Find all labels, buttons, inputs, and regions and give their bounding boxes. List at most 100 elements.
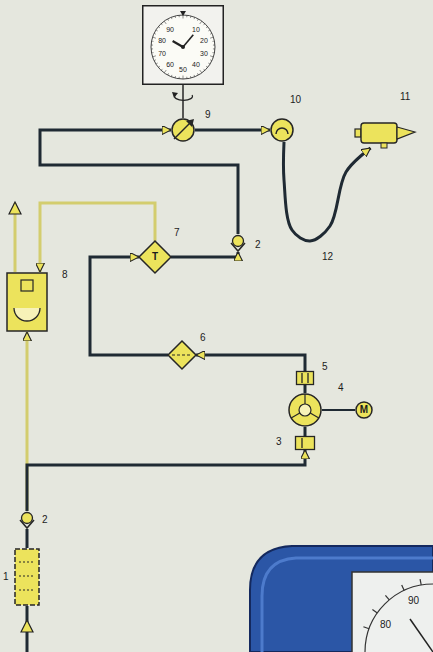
- gauge-tick: [151, 48, 153, 49]
- dial-tick: [363, 627, 369, 629]
- gauge-tick: [208, 30, 210, 31]
- pressure-valve-symbol: 10: [270, 118, 294, 142]
- fuel-pipe: [182, 85, 184, 118]
- dial-number: 70: [158, 50, 166, 57]
- pump-body: [289, 394, 321, 426]
- gauge-tick: [164, 70, 166, 73]
- gauge-tick: [178, 15, 179, 17]
- dial-number: 80: [380, 620, 391, 630]
- coupling-body: [297, 372, 314, 385]
- gauge-tick: [210, 37, 213, 38]
- coupling-symbol: 5: [296, 371, 314, 385]
- dial-number: 10: [192, 26, 200, 33]
- fuel-pipe: [304, 385, 307, 393]
- valve-ball: [233, 236, 244, 247]
- coupling-bar: [301, 373, 302, 383]
- gauge-tick: [171, 75, 173, 77]
- meter-arrow: [174, 122, 191, 139]
- callout-number: 3: [276, 437, 282, 447]
- gauge-tick: [204, 24, 205, 25]
- callout-number: 2: [42, 515, 48, 525]
- valve-ball: [22, 513, 33, 524]
- callout-number: 7: [174, 228, 180, 238]
- check-valve-symbol-shape: [19, 511, 35, 529]
- gauge-zero-mark: [180, 11, 186, 16]
- gauge-tick: [175, 16, 176, 18]
- callout-number: 1: [3, 572, 9, 582]
- dial-number: 30: [200, 50, 208, 57]
- tank-filter-symbol: 1: [14, 548, 40, 606]
- pump-symbol-shape: [288, 393, 322, 427]
- fuel-pipe: [196, 355, 305, 371]
- gauge-tick: [156, 30, 158, 31]
- vessel-window: [21, 280, 33, 291]
- vessel-cup: [14, 308, 40, 321]
- gauge-tick: [190, 16, 191, 18]
- filter-line: [172, 354, 192, 355]
- valve-symbol-shape: [295, 436, 315, 450]
- return-pipe: [40, 203, 155, 272]
- pump-vane: [304, 394, 305, 404]
- rotation-arrowhead: [172, 92, 178, 98]
- flow-meter-symbol: 9: [171, 118, 195, 142]
- callout-number: 11: [400, 92, 410, 102]
- gauge-tick: [167, 19, 169, 21]
- motor-body: [356, 402, 372, 418]
- dial-number: 90: [408, 596, 419, 606]
- gauge-tick: [210, 56, 213, 57]
- flow-arrow: [21, 620, 33, 632]
- dial-tick: [402, 585, 405, 591]
- injector-symbol: 11: [355, 118, 417, 148]
- gauge-tick: [197, 19, 199, 21]
- callout-number: 6: [200, 333, 206, 343]
- callout-number: 4: [338, 383, 344, 393]
- gauge-tick: [210, 33, 212, 35]
- symbol-letter: T: [152, 252, 158, 262]
- gauge-tick: [212, 52, 214, 53]
- valve-symbol: 3: [295, 436, 315, 450]
- gauge-tick: [194, 75, 196, 77]
- dial-window: [352, 572, 433, 652]
- gauge-tick: [200, 70, 202, 73]
- callout-number: 10: [290, 95, 301, 105]
- gauge-tick: [204, 69, 205, 70]
- gauge-tick: [171, 17, 173, 19]
- meter-body: [172, 119, 194, 141]
- gauge-tick: [206, 66, 208, 67]
- check-valve-symbol-shape: [230, 234, 246, 252]
- vessel-body: [7, 273, 47, 331]
- measuring-vessel-shape: [6, 272, 48, 332]
- gauge-tick: [212, 41, 214, 42]
- gauge-tick: [158, 27, 160, 28]
- measuring-vessel: 8: [6, 272, 48, 332]
- gauge-tick: [200, 21, 202, 24]
- gauge-tick: [186, 77, 187, 79]
- gauge-tick: [186, 15, 187, 17]
- valve-arc: [276, 128, 288, 134]
- filter-diamond: 6: [168, 341, 196, 369]
- symbol-letter: M: [360, 405, 368, 415]
- gauge-tick: [164, 21, 166, 24]
- diamond-outline: [139, 241, 171, 273]
- injector-nozzle: [397, 127, 415, 139]
- coupling-bar: [307, 373, 308, 383]
- meter-arrowhead: [186, 119, 194, 127]
- gauge-tick: [178, 77, 179, 79]
- check-valve-symbol: 2: [19, 511, 35, 529]
- fuel-pipe: [284, 142, 371, 241]
- filter-body: [15, 549, 39, 605]
- gauge-tick: [161, 24, 162, 25]
- callout-number: 2: [255, 240, 261, 250]
- callout-number: 5: [322, 362, 328, 372]
- injector-symbol-shape: [355, 118, 417, 148]
- gauge-tick: [158, 66, 160, 67]
- fuel-pipe: [304, 427, 307, 436]
- gauge-frame: [143, 6, 224, 85]
- gauge-tick: [152, 52, 154, 53]
- fuel-pipe: [195, 129, 270, 132]
- filter-diamond-shape: [168, 341, 196, 369]
- gauge-face: [151, 15, 215, 79]
- dial-number: 90: [166, 26, 174, 33]
